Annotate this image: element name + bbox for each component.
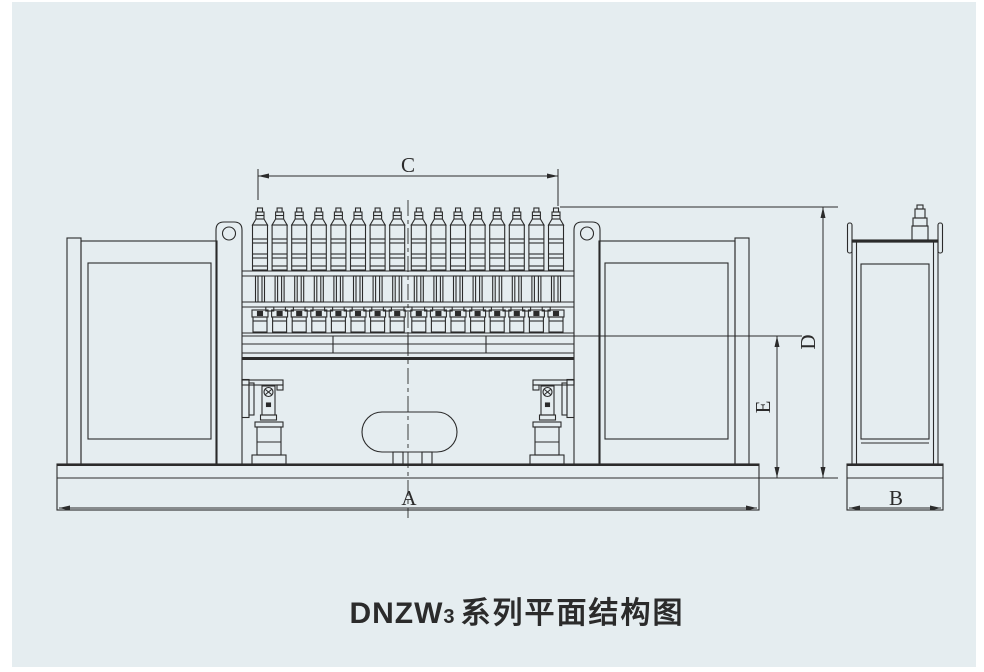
pump-right-valve (542, 386, 553, 398)
spindle-unit (388, 207, 406, 333)
rail-tab (482, 306, 492, 312)
rail-tab (284, 306, 294, 312)
bobbin-unit (449, 309, 467, 333)
dimension-c (257, 169, 559, 206)
rail-tab (304, 306, 314, 312)
bobbin-unit (469, 309, 487, 333)
rail-tab (343, 306, 353, 312)
dim-label-c: C (401, 153, 415, 177)
dimension-labels: C A B D E (401, 153, 903, 510)
dimension-annotations (59, 169, 941, 511)
side-frame (846, 222, 944, 465)
dimension-d (560, 206, 838, 479)
spindle-unit (410, 207, 428, 333)
spindle-unit (429, 207, 447, 333)
pivot-post-left (215, 221, 243, 465)
spindle-unit (271, 207, 289, 333)
bobbin-unit (527, 309, 545, 333)
bobbin-unit (251, 309, 269, 333)
spindle-unit (251, 207, 269, 333)
bobbin-unit (488, 309, 506, 333)
pump-left (241, 378, 287, 465)
spindle-unit (369, 207, 387, 333)
bobbin-unit (410, 309, 428, 333)
spindle-unit (310, 207, 328, 333)
rail-tab (382, 306, 392, 312)
spindle-unit (508, 207, 526, 333)
dim-label-d: D (796, 334, 820, 349)
left-panel (66, 237, 218, 465)
spindle-unit (547, 207, 565, 333)
bobbin-unit (547, 309, 565, 333)
rail-tab (502, 306, 512, 312)
spindle-unit (349, 207, 367, 333)
front-view (56, 200, 760, 518)
title-subscript: 3 (443, 606, 455, 628)
bobbin-unit (388, 309, 406, 333)
bobbin-unit (329, 309, 347, 333)
side-tab-left (846, 222, 853, 254)
pump-left-valve (263, 386, 274, 398)
bobbin-unit (429, 309, 447, 333)
dim-label-e: E (751, 401, 775, 414)
bobbin-unit (310, 309, 328, 333)
page-background (12, 2, 976, 667)
rail-tab (324, 306, 334, 312)
bobbin-unit (271, 309, 289, 333)
tank (361, 411, 458, 465)
spindle-row (251, 207, 565, 333)
rail-tab (541, 306, 551, 312)
side-tab-right (937, 222, 944, 254)
pivot-post-right (573, 221, 601, 465)
rail-tab (363, 306, 373, 312)
bobbin-unit (508, 309, 526, 333)
spindle-unit (488, 207, 506, 333)
side-view (846, 204, 944, 511)
right-panel (598, 237, 750, 465)
rail-tab (463, 306, 473, 312)
side-top-cap (911, 204, 929, 241)
dim-label-b: B (889, 486, 903, 510)
bobbin-unit (290, 309, 308, 333)
spindle-unit (469, 207, 487, 333)
bobbin-unit (369, 309, 387, 333)
dimension-e (574, 335, 802, 478)
pump-right (529, 378, 575, 465)
pivot-hole-right (579, 226, 595, 241)
spindle-unit (290, 207, 308, 333)
spindle-unit (527, 207, 545, 333)
rail-tab (265, 306, 275, 312)
title-suffix: 系列平面结构图 (460, 597, 685, 630)
bobbin-unit (349, 309, 367, 333)
rail-tab (424, 306, 434, 312)
pivot-hole-left (221, 226, 237, 241)
title-prefix: DNZW (349, 597, 444, 630)
rail-tab (443, 306, 453, 312)
rail-tab (522, 306, 532, 312)
spindle-unit (329, 207, 347, 333)
dim-label-a: A (401, 486, 417, 510)
spindle-unit (449, 207, 467, 333)
